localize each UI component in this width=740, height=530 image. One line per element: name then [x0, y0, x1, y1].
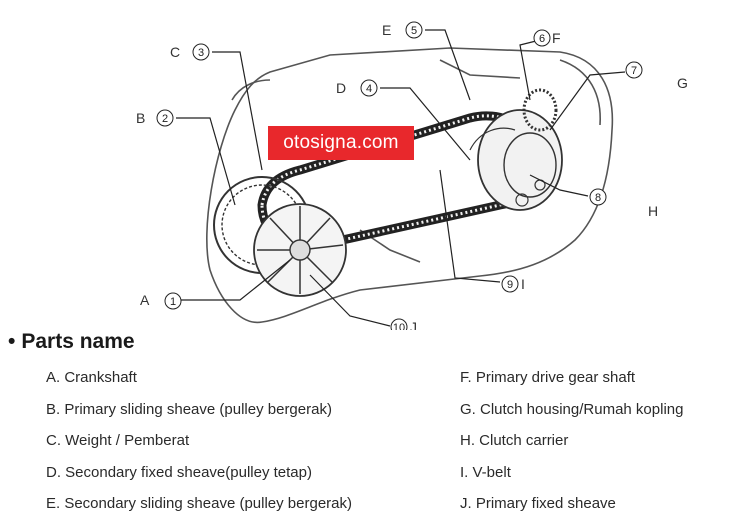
clutch-assembly	[469, 88, 563, 211]
callout-2: 2	[156, 109, 174, 127]
parts-list-left: A. Crankshaft B. Primary sliding sheave …	[46, 368, 352, 526]
watermark: otosigna.com	[268, 126, 414, 160]
callout-9: 9	[501, 275, 519, 293]
label-f: F	[552, 30, 561, 46]
part-item: G. Clutch housing/Rumah kopling	[460, 400, 684, 418]
svg-text:9: 9	[507, 279, 513, 291]
label-b: B	[136, 110, 145, 126]
label-d: D	[336, 80, 346, 96]
part-item: F. Primary drive gear shaft	[460, 369, 636, 386]
label-h: H	[648, 203, 658, 219]
callout-1: 1	[164, 292, 182, 310]
primary-pulley-assembly	[213, 176, 347, 297]
label-a: A	[140, 292, 150, 308]
callout-6: 6	[533, 29, 551, 47]
svg-text:1: 1	[170, 296, 176, 308]
label-c: C	[170, 44, 180, 60]
callout-3: 3	[192, 43, 210, 61]
label-i: I	[521, 276, 525, 292]
svg-text:8: 8	[595, 192, 601, 204]
callout-7: 7	[625, 61, 643, 79]
part-item: D. Secondary fixed sheave(pulley tetap)	[46, 463, 312, 481]
part-item: J. Primary fixed sheave	[460, 495, 616, 513]
svg-text:10: 10	[393, 322, 405, 330]
label-g: G	[677, 75, 688, 91]
bullet-icon: •	[8, 330, 16, 353]
label-j: J	[410, 319, 417, 330]
callout-8: 8	[589, 188, 607, 206]
callout-4: 4	[360, 79, 378, 97]
part-item: E. Secondary sliding sheave (pulley berg…	[46, 495, 352, 513]
part-item: H. Clutch carrier	[460, 432, 569, 450]
parts-title-text: Parts name	[21, 330, 135, 353]
part-item: A. Crankshaft	[46, 369, 137, 386]
svg-text:3: 3	[198, 47, 204, 59]
part-item: B. Primary sliding sheave (pulley berger…	[46, 400, 332, 418]
parts-list-right: F. Primary drive gear shaft G. Clutch ho…	[460, 368, 683, 526]
label-e: E	[382, 22, 391, 38]
svg-text:4: 4	[366, 83, 372, 95]
svg-text:2: 2	[162, 113, 168, 125]
leader-lines	[176, 29, 626, 327]
callout-10: 10	[390, 318, 408, 330]
svg-text:5: 5	[411, 25, 417, 37]
part-item: I. V-belt	[460, 463, 511, 481]
svg-text:7: 7	[631, 65, 637, 77]
cvt-diagram: A B C D E F G H I J 1 2 3 4 5 6 7 8 9 10	[136, 21, 688, 330]
parts-title: •Parts name	[8, 330, 135, 354]
svg-text:6: 6	[539, 33, 545, 45]
callout-5: 5	[405, 21, 423, 39]
part-item: C. Weight / Pemberat	[46, 432, 190, 450]
